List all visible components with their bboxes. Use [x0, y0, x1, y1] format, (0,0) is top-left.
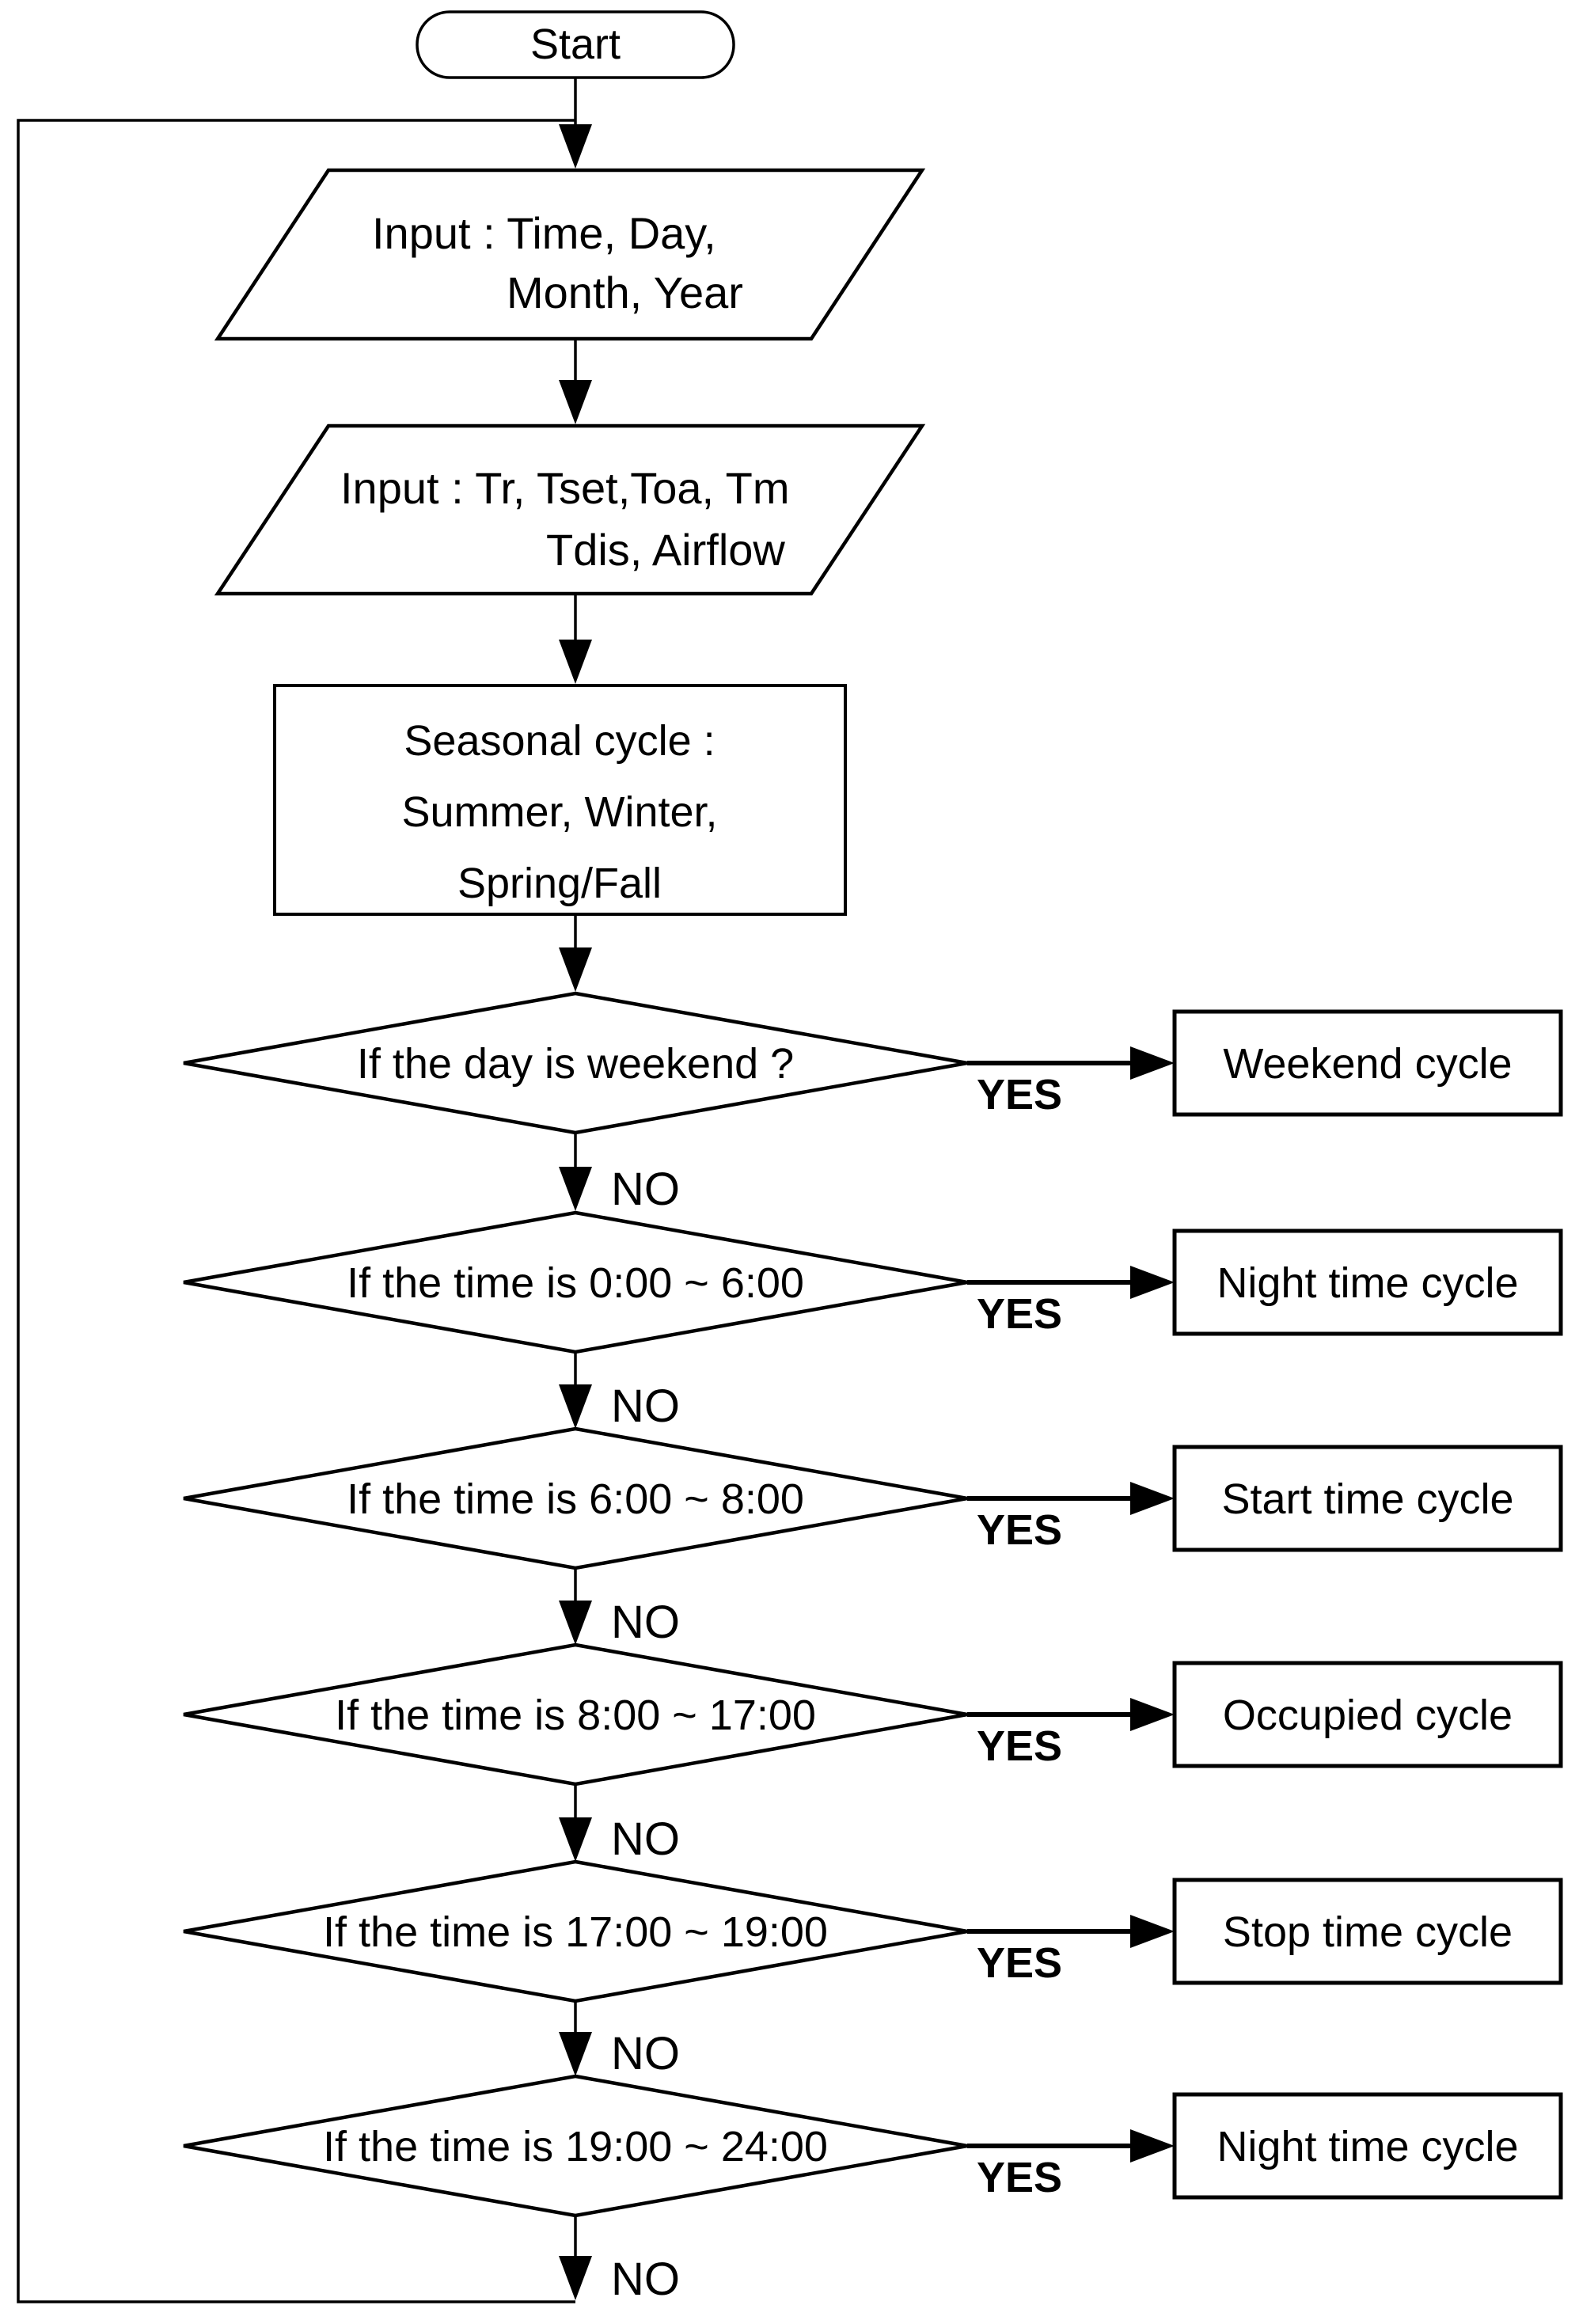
result-box-night-time-cycle-2 — [1172, 2092, 1563, 2200]
result-box-stop-time-cycle — [1172, 1878, 1563, 1985]
process-line2: Summer, Winter, — [401, 788, 717, 836]
arrowhead-right — [1130, 1915, 1175, 1948]
no-label-loop: NO — [611, 2254, 680, 2305]
arrowhead-right — [1130, 1266, 1175, 1299]
start-label: Start — [530, 21, 621, 68]
no-label: NO — [611, 2028, 680, 2079]
decision1-question: If the day is weekend ? — [357, 1040, 794, 1088]
no-connector-1: NO — [559, 1133, 680, 1215]
no-label: NO — [611, 1813, 680, 1865]
result-box-start-time-cycle — [1172, 1445, 1563, 1552]
start-node: Start — [416, 10, 735, 79]
decision-time-17-19: If the time is 17:00 ~ 19:00 YES Stop ti… — [183, 1859, 1563, 2003]
input2-parallelogram-shape — [214, 423, 926, 596]
result-box-occupied-cycle — [1172, 1661, 1563, 1768]
arrowhead-down — [559, 1601, 592, 1645]
loop-back-connector — [17, 119, 575, 2303]
loop-back-line — [17, 119, 575, 2303]
arrowhead-right — [1130, 1482, 1175, 1515]
result-box-night-time-cycle — [1172, 1228, 1563, 1336]
input1-line1: Input : Time, Day, — [372, 208, 716, 258]
yes-label: YES — [977, 1939, 1062, 1987]
arrow-input1-to-input2 — [559, 339, 592, 424]
arrowhead-down — [559, 1384, 592, 1429]
result-label: Stop time cycle — [1223, 1908, 1513, 1956]
yes-label: YES — [977, 1071, 1062, 1118]
result-label: Start time cycle — [1221, 1475, 1513, 1523]
arrow-process-to-decision1 — [559, 914, 592, 992]
arrowhead-right — [1130, 1698, 1175, 1731]
no-connector-loop: NO — [559, 2216, 680, 2305]
decision2-question: If the time is 0:00 ~ 6:00 — [347, 1259, 804, 1307]
arrowhead-down — [559, 947, 592, 992]
yes-label: YES — [977, 1722, 1062, 1770]
yes-label: YES — [977, 1506, 1062, 1554]
arrowhead-down — [559, 640, 592, 684]
arrowhead-right — [1130, 1046, 1175, 1080]
arrowhead-down — [559, 2032, 592, 2076]
decision-weekend: If the day is weekend ? YES Weekend cycl… — [183, 991, 1563, 1135]
process-line1: Seasonal cycle : — [404, 717, 715, 765]
process-node-seasonal-cycle: Seasonal cycle : Summer, Winter, Spring/… — [273, 684, 847, 916]
result-label: Weekend cycle — [1223, 1040, 1512, 1088]
no-label: NO — [611, 1597, 680, 1648]
arrowhead-down — [559, 1817, 592, 1862]
input-node-time-day: Input : Time, Day, Month, Year — [214, 168, 926, 341]
decision3-question: If the time is 6:00 ~ 8:00 — [347, 1475, 804, 1523]
arrow-input2-to-process — [559, 594, 592, 684]
result-label: Night time cycle — [1217, 1259, 1518, 1307]
result-box-weekend-cycle — [1172, 1009, 1563, 1117]
arrowhead-down — [559, 380, 592, 424]
decision6-question: If the time is 19:00 ~ 24:00 — [323, 2123, 828, 2170]
input2-line2: Tdis, Airflow — [546, 525, 785, 575]
decision-time-8-17: If the time is 8:00 ~ 17:00 YES Occupied… — [183, 1642, 1563, 1787]
result-label: Night time cycle — [1217, 2123, 1518, 2170]
decision-time-19-24: If the time is 19:00 ~ 24:00 YES Night t… — [183, 2074, 1563, 2218]
decision-time-6-8: If the time is 6:00 ~ 8:00 YES Start tim… — [183, 1426, 1563, 1570]
no-label: NO — [611, 1380, 680, 1432]
process-line3: Spring/Fall — [457, 860, 662, 907]
process-rect-shape — [273, 684, 847, 916]
input2-line1: Input : Tr, Tset,Toa, Tm — [340, 463, 790, 513]
arrowhead-down — [559, 1167, 592, 1211]
result-label: Occupied cycle — [1223, 1692, 1513, 1739]
no-connector-3: NO — [559, 1568, 680, 1648]
decision-time-0-6: If the time is 0:00 ~ 6:00 YES Night tim… — [183, 1210, 1563, 1354]
no-label: NO — [611, 1164, 680, 1215]
no-connector-2: NO — [559, 1352, 680, 1432]
arrow-start-to-input1 — [559, 78, 592, 169]
no-connector-4: NO — [559, 1784, 680, 1865]
arrowhead-down — [559, 124, 592, 169]
arrowhead-down — [559, 2256, 592, 2300]
no-connector-5: NO — [559, 2001, 680, 2079]
yes-label: YES — [977, 2154, 1062, 2201]
input1-parallelogram-shape — [214, 168, 926, 341]
input1-line2: Month, Year — [507, 268, 743, 317]
decision4-question: If the time is 8:00 ~ 17:00 — [335, 1692, 816, 1739]
yes-label: YES — [977, 1290, 1062, 1338]
arrowhead-right — [1130, 2129, 1175, 2163]
decision5-question: If the time is 17:00 ~ 19:00 — [323, 1908, 828, 1956]
input-node-temperatures: Input : Tr, Tset,Toa, Tm Tdis, Airflow — [214, 423, 926, 596]
